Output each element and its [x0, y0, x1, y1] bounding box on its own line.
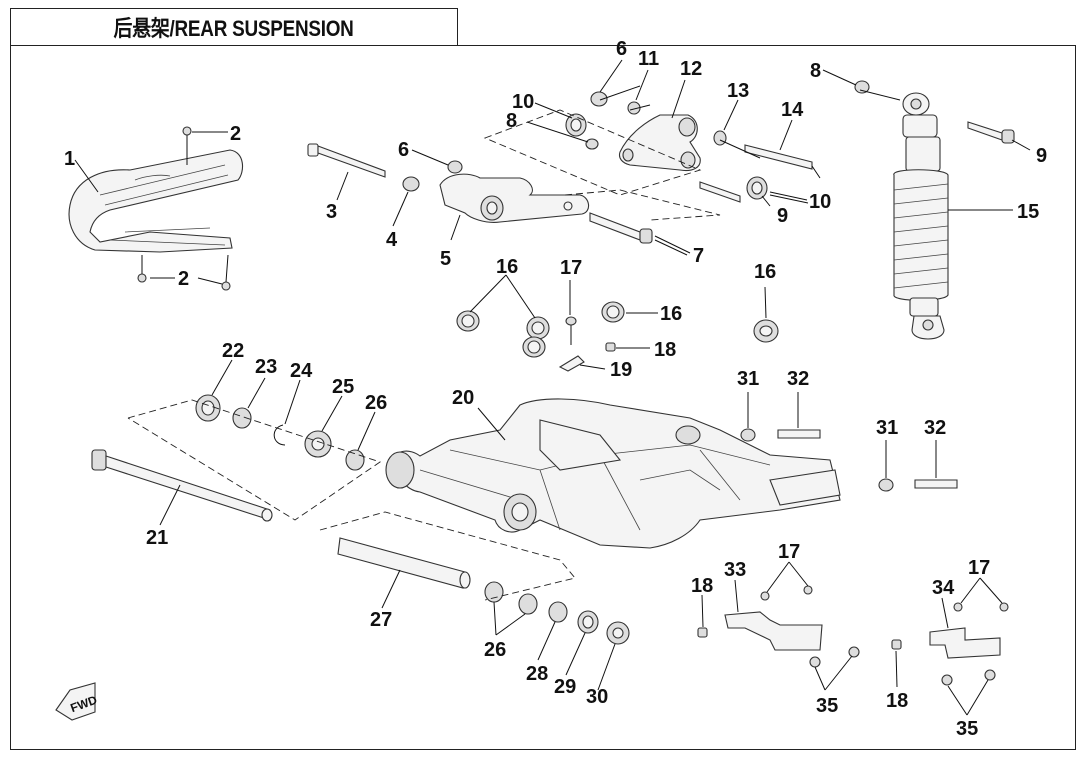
callout-14: 14: [781, 99, 804, 121]
callout-16-right: 16: [754, 261, 776, 283]
part-small-bolt-17: [565, 316, 577, 345]
part-washer-6: [447, 91, 608, 174]
part-bearings-28-30: [484, 581, 630, 645]
callout-3: 3: [326, 201, 337, 223]
callout-26-top: 26: [365, 392, 387, 414]
callout-18-bracket-left: 18: [691, 575, 713, 597]
callout-17-bracket-right: 17: [968, 557, 990, 579]
callout-10-right: 10: [809, 191, 831, 213]
forward-direction-icon: FWD: [55, 682, 99, 721]
part-shock-absorber: [893, 92, 949, 340]
callout-leaders: [74, 59, 1031, 716]
callout-27: 27: [370, 609, 392, 631]
part-nut-8: [854, 80, 870, 94]
part-collar-13: [713, 130, 727, 146]
part-shaft-27: [337, 537, 471, 589]
callout-9-right: 9: [1036, 145, 1047, 167]
callout-18-bracket-right: 18: [886, 690, 908, 712]
part-linkage-bolt-3: [307, 143, 386, 178]
callout-13: 13: [727, 80, 749, 102]
part-chain-guard: [68, 126, 244, 291]
callout-5: 5: [440, 248, 451, 270]
assembly-guide-lines: [127, 85, 901, 601]
callout-28: 28: [526, 663, 548, 685]
callout-21: 21: [146, 527, 168, 549]
callout-15: 15: [1017, 201, 1039, 223]
callout-6-top: 6: [616, 38, 627, 60]
part-bearings-22-26: [195, 394, 365, 471]
callout-31-left: 31: [737, 368, 759, 390]
callout-11: 11: [638, 48, 659, 70]
part-rocker-12: [618, 114, 701, 172]
callout-19: 19: [610, 359, 632, 381]
part-bracket-34: [891, 602, 1009, 686]
callout-20: 20: [452, 387, 474, 409]
part-bracket-33: [697, 585, 860, 668]
part-nuts-31-pins-32: [740, 428, 958, 492]
callout-31-right: 31: [876, 417, 898, 439]
part-bolt-14: [744, 144, 813, 170]
callout-33: 33: [724, 559, 746, 581]
part-link-rod-5: [439, 173, 590, 223]
callout-6-left: 6: [398, 139, 409, 161]
callout-8-right: 8: [810, 60, 821, 82]
part-pivot-shaft-21: [91, 449, 273, 522]
part-bolt-9: [699, 121, 1015, 203]
callout-23: 23: [255, 356, 277, 378]
callout-35-right: 35: [956, 718, 978, 740]
callout-16-mid: 16: [660, 303, 682, 325]
callout-1: 1: [64, 148, 75, 170]
callout-32-right: 32: [924, 417, 946, 439]
callout-17-bracket-left: 17: [778, 541, 800, 563]
diagram-title: 后悬架/REAR SUSPENSION: [113, 16, 355, 41]
callout-9-mid: 9: [777, 205, 788, 227]
callout-18-mid: 18: [654, 339, 676, 361]
callout-22: 22: [222, 340, 244, 362]
callout-35-left: 35: [816, 695, 838, 717]
part-clip-18-19: [558, 342, 616, 372]
callout-10-left: 10: [512, 91, 534, 113]
callout-29: 29: [554, 676, 576, 698]
callout-2-bottom: 2: [178, 268, 189, 290]
callout-8-left: 8: [506, 110, 517, 132]
part-collar-4: [402, 176, 420, 192]
title-box: 后悬架/REAR SUSPENSION: [10, 8, 458, 45]
callout-7: 7: [693, 245, 704, 267]
diagram-frame: [10, 45, 1076, 750]
part-bearing-8-10: [565, 113, 768, 200]
callout-30: 30: [586, 686, 608, 708]
callout-2-top: 2: [230, 123, 241, 145]
part-seals-16: [456, 301, 779, 358]
callout-labels: 1 2 2 3 4 5 6 6 7 8 8 9 9 10 10 11 12 13…: [64, 38, 1047, 740]
callout-24: 24: [290, 360, 313, 382]
part-bolt-7: [589, 212, 653, 244]
callout-25: 25: [332, 376, 354, 398]
callout-12: 12: [680, 58, 702, 80]
callout-34: 34: [932, 577, 955, 599]
callout-17-mid: 17: [560, 257, 582, 279]
callout-4: 4: [386, 229, 398, 251]
callout-26-bottom: 26: [484, 639, 506, 661]
part-swing-arm: [385, 398, 841, 549]
callout-16-left: 16: [496, 256, 518, 278]
callout-32-left: 32: [787, 368, 809, 390]
